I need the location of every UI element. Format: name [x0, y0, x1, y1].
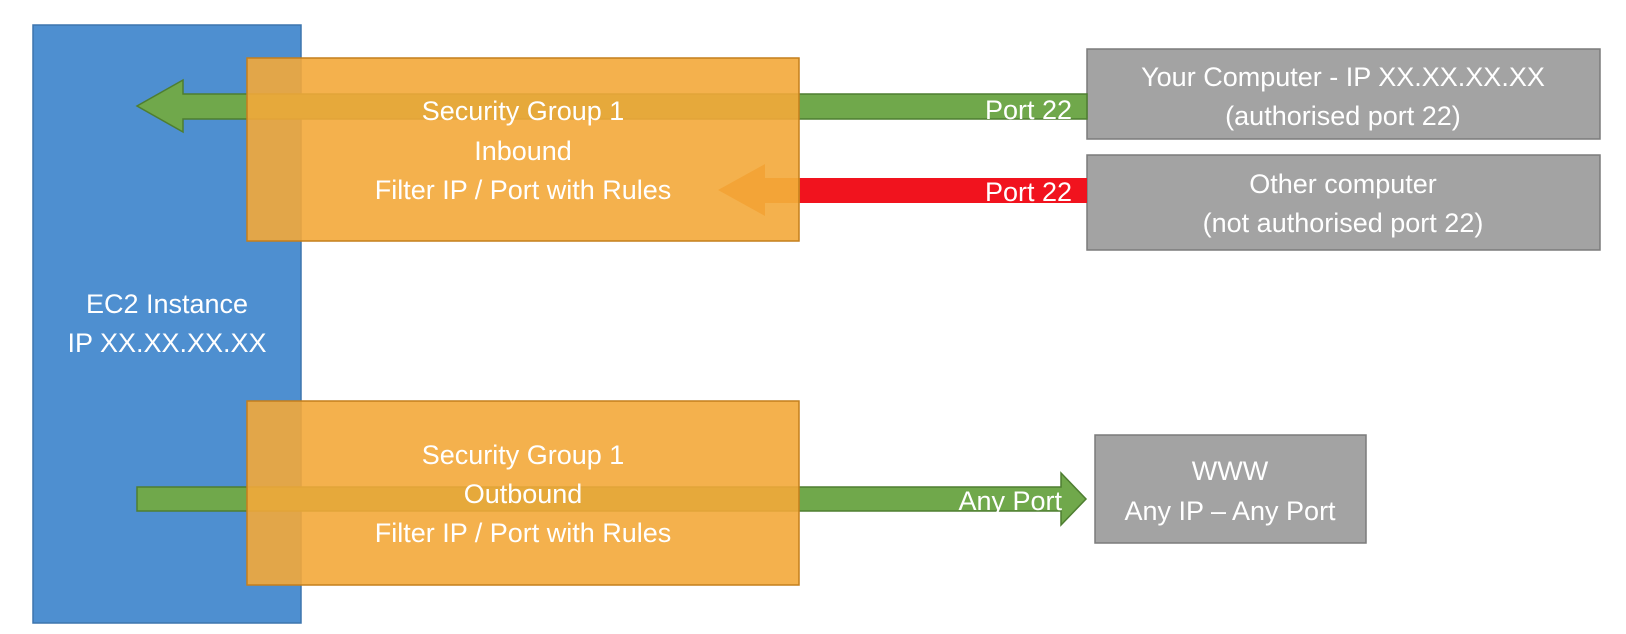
other-computer-label: Other computer [1249, 169, 1437, 199]
ec2-instance-name: EC2 Instance [86, 289, 248, 319]
your-computer-label: Your Computer - IP XX.XX.XX.XX [1141, 62, 1545, 92]
outbound-group-direction: Outbound [464, 479, 583, 509]
inbound-allowed-port-label: Port 22 [985, 95, 1072, 125]
ec2-instance-ip: IP XX.XX.XX.XX [67, 328, 266, 358]
your-computer-authorisation: (authorised port 22) [1225, 101, 1461, 131]
inbound-group-rule: Filter IP / Port with Rules [375, 175, 672, 205]
inbound-group-direction: Inbound [474, 136, 572, 166]
inbound-denied-port-label: Port 22 [985, 177, 1072, 207]
www-label: WWW [1192, 456, 1269, 486]
inbound-group-name: Security Group 1 [422, 96, 625, 126]
outbound-security-group-box [246, 400, 800, 586]
outbound-port-label: Any Port [958, 486, 1062, 516]
inbound-security-group-box [246, 57, 800, 242]
other-computer-box [1086, 154, 1601, 251]
outbound-group-name: Security Group 1 [422, 440, 625, 470]
your-computer-box [1086, 48, 1601, 140]
other-computer-authorisation: (not authorised port 22) [1203, 208, 1484, 238]
www-description: Any IP – Any Port [1124, 496, 1336, 526]
www-box [1094, 434, 1367, 544]
outbound-group-rule: Filter IP / Port with Rules [375, 518, 672, 548]
inbound-denied-bar [760, 178, 1087, 203]
